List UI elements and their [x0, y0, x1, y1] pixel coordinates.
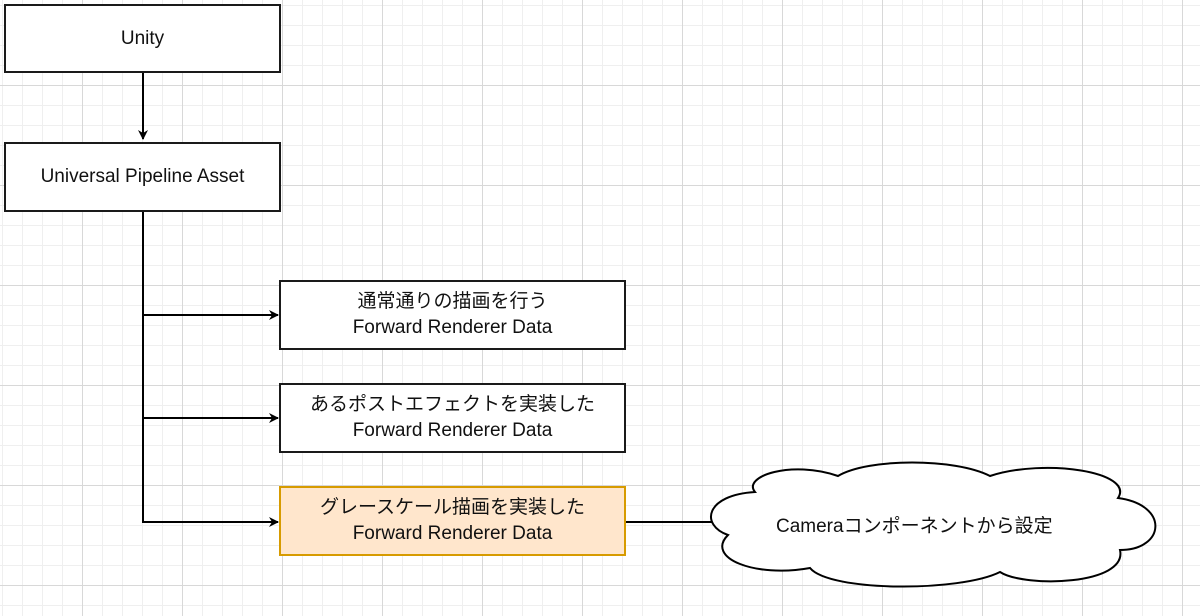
- node-renderer-posteffect-line1: あるポストエフェクトを実装した: [309, 394, 595, 415]
- node-renderer-normal-line1: 通常通りの描画を行う: [357, 291, 548, 312]
- callout-label: Cameraコンポーネントから設定: [776, 516, 1053, 537]
- node-renderer-posteffect[interactable]: あるポストエフェクトを実装した Forward Renderer Data: [279, 383, 626, 453]
- node-renderer-normal[interactable]: 通常通りの描画を行う Forward Renderer Data: [279, 280, 626, 350]
- node-universal-pipeline-asset[interactable]: Universal Pipeline Asset: [4, 142, 281, 212]
- callout-cloud-shape: [710, 461, 1157, 588]
- node-renderer-posteffect-line2: Forward Renderer Data: [352, 420, 553, 441]
- node-renderer-grayscale-line1: グレースケール描画を実装した: [319, 497, 586, 518]
- node-renderer-grayscale[interactable]: グレースケール描画を実装した Forward Renderer Data: [279, 486, 626, 556]
- node-pipeline-label: Universal Pipeline Asset: [40, 166, 245, 187]
- node-unity[interactable]: Unity: [4, 4, 281, 73]
- node-renderer-normal-line2: Forward Renderer Data: [352, 317, 553, 338]
- node-unity-label: Unity: [120, 27, 165, 49]
- node-renderer-grayscale-line2: Forward Renderer Data: [352, 523, 553, 544]
